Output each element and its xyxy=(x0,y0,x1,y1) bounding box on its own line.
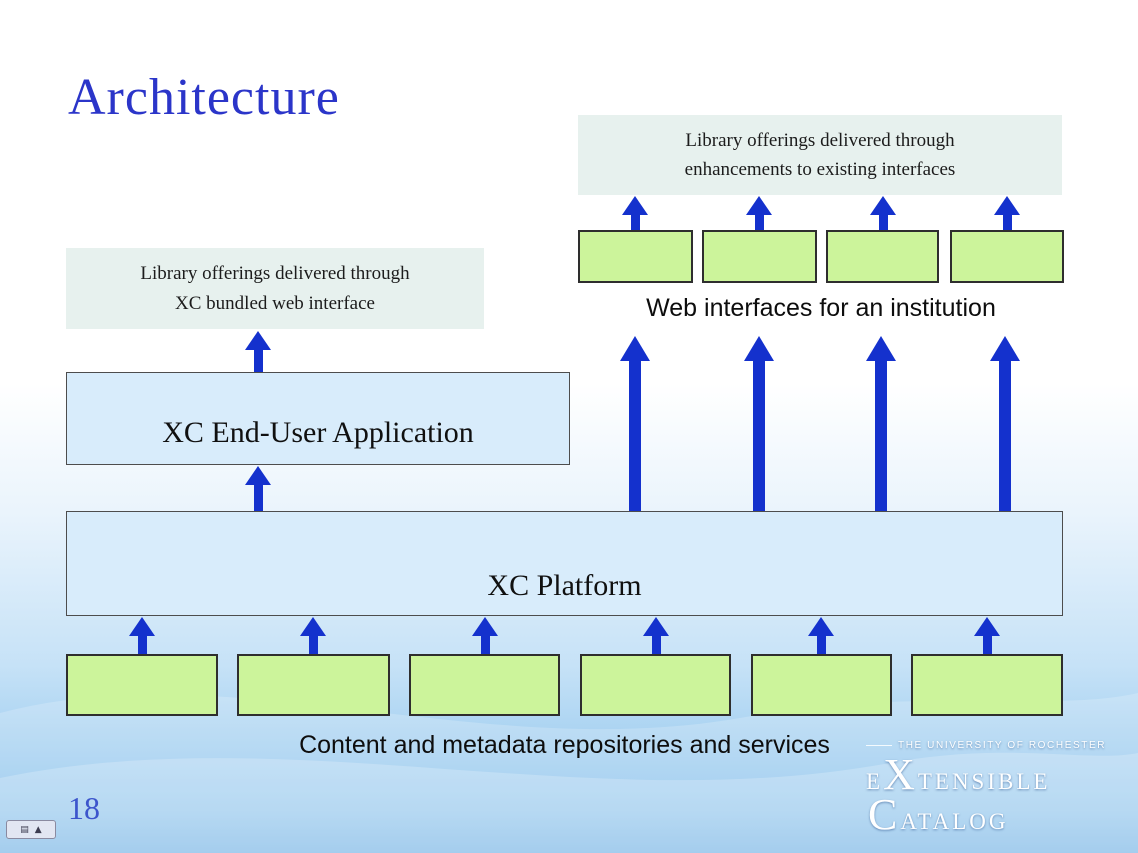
web-interfaces-label: Web interfaces for an institution xyxy=(646,294,996,322)
end-user-application-label: XC End-User Application xyxy=(162,416,474,449)
logo-rule xyxy=(866,745,892,746)
flow-arrow-up-long xyxy=(990,336,1020,511)
arrow-shaft xyxy=(816,636,826,654)
arrow-shaft xyxy=(253,350,263,372)
arrow-shaft xyxy=(253,485,263,511)
flow-arrow-up xyxy=(245,466,271,511)
repository-box xyxy=(66,654,218,716)
web-interface-box xyxy=(578,230,693,283)
flow-arrow-up xyxy=(129,617,155,654)
flow-arrow-up xyxy=(643,617,669,654)
platform-box: XC Platform xyxy=(66,511,1063,616)
arrow-head xyxy=(643,617,669,636)
flow-arrow-up xyxy=(994,196,1020,230)
arrow-shaft xyxy=(982,636,992,654)
flow-arrow-up-long xyxy=(866,336,896,511)
extensible-rest: TENSIBLE xyxy=(917,769,1051,794)
web-interface-box xyxy=(826,230,939,283)
arrow-shaft xyxy=(1002,215,1012,230)
arrow-shaft xyxy=(753,361,765,511)
arrow-head xyxy=(974,617,1000,636)
arrow-head xyxy=(129,617,155,636)
page-number: 18 xyxy=(68,790,100,826)
arrow-shaft xyxy=(875,361,887,511)
arrow-head xyxy=(245,466,271,485)
arrow-head xyxy=(990,336,1020,361)
arrow-head xyxy=(622,196,648,215)
extensible-catalog-logo: THE UNIVERSITY OF ROCHESTER E X TENSIBLE… xyxy=(866,740,1104,839)
flow-arrow-up xyxy=(472,617,498,654)
arrow-shaft xyxy=(630,215,640,230)
repository-box xyxy=(751,654,892,716)
arrow-shaft xyxy=(754,215,764,230)
platform-label: XC Platform xyxy=(487,569,642,602)
slideshow-controls[interactable]: ▤ ▲ xyxy=(6,820,56,839)
arrow-shaft xyxy=(999,361,1011,511)
repository-box xyxy=(409,654,560,716)
callout-bundled-line1: Library offerings delivered through xyxy=(140,263,410,285)
repositories-label: Content and metadata repositories and se… xyxy=(299,731,830,759)
arrow-head xyxy=(245,331,271,350)
page-title: Architecture xyxy=(68,69,340,126)
arrow-head xyxy=(870,196,896,215)
flow-arrow-up xyxy=(870,196,896,230)
callout-existing-line1: Library offerings delivered through xyxy=(685,129,955,151)
arrow-head xyxy=(994,196,1020,215)
arrow-head xyxy=(808,617,834,636)
web-interface-box xyxy=(702,230,817,283)
university-of-rochester-line: THE UNIVERSITY OF ROCHESTER xyxy=(866,740,1104,751)
catalog-rest: ATALOG xyxy=(900,808,1009,834)
arrow-shaft xyxy=(651,636,661,654)
flow-arrow-up xyxy=(974,617,1000,654)
slideshow-menu-icon[interactable]: ▤ xyxy=(20,824,29,835)
callout-bundled-interface: Library offerings delivered through XC b… xyxy=(66,248,484,329)
flow-arrow-up-long xyxy=(744,336,774,511)
catalog-c: C xyxy=(868,789,901,839)
extensible-wordmark: E X TENSIBLE xyxy=(866,750,1080,799)
arrow-head xyxy=(866,336,896,361)
flow-arrow-up-long xyxy=(620,336,650,511)
arrow-shaft xyxy=(480,636,490,654)
arrow-shaft xyxy=(878,215,888,230)
arrow-head xyxy=(746,196,772,215)
extensible-x: X xyxy=(883,750,918,799)
flow-arrow-up xyxy=(245,331,271,372)
flow-arrow-up xyxy=(746,196,772,230)
repository-box xyxy=(911,654,1063,716)
university-text: THE UNIVERSITY OF ROCHESTER xyxy=(898,740,1107,751)
arrow-shaft xyxy=(629,361,641,511)
arrow-head xyxy=(300,617,326,636)
callout-existing-interfaces: Library offerings delivered through enha… xyxy=(578,115,1062,195)
web-interface-box xyxy=(950,230,1064,283)
arrow-head xyxy=(744,336,774,361)
extensible-initial: E xyxy=(866,769,884,794)
callout-bundled-line2: XC bundled web interface xyxy=(175,292,375,314)
repository-box xyxy=(580,654,731,716)
arrow-shaft xyxy=(137,636,147,654)
flow-arrow-up xyxy=(300,617,326,654)
callout-existing-line2: enhancements to existing interfaces xyxy=(684,159,956,180)
flow-arrow-up xyxy=(622,196,648,230)
catalog-wordmark: C ATALOG xyxy=(868,789,1080,839)
arrow-head xyxy=(472,617,498,636)
repository-box xyxy=(237,654,390,716)
arrow-head xyxy=(620,336,650,361)
end-user-application-box: XC End-User Application xyxy=(66,372,570,465)
arrow-shaft xyxy=(308,636,318,654)
flow-arrow-up xyxy=(808,617,834,654)
slideshow-up-icon[interactable]: ▲ xyxy=(34,824,42,835)
